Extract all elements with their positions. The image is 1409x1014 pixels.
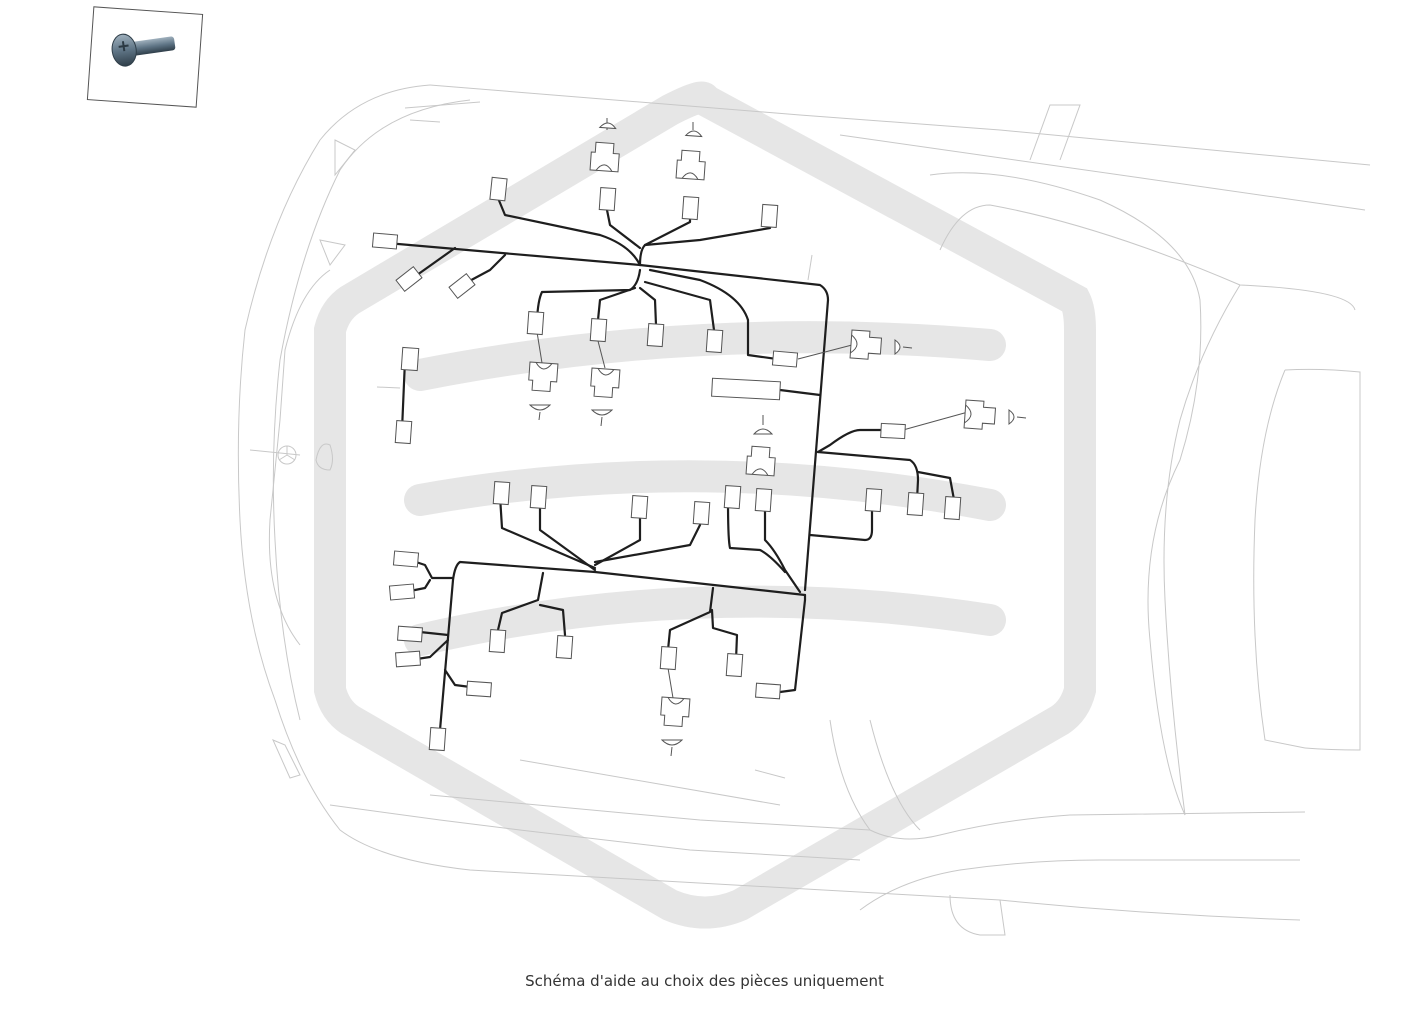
diagram-caption: Schéma d'aide au choix des pièces unique…	[525, 972, 884, 990]
connector	[400, 346, 420, 372]
connector	[755, 682, 781, 700]
connector	[771, 350, 799, 368]
connector	[906, 492, 925, 517]
connector	[397, 625, 423, 643]
connector	[395, 266, 423, 292]
connectors	[371, 176, 962, 752]
connector	[630, 495, 649, 520]
connector	[388, 583, 416, 601]
sensor-plugs	[528, 122, 1027, 757]
brand-emblem-icon	[277, 443, 333, 471]
connector	[492, 481, 511, 506]
connector	[681, 196, 700, 221]
connector	[529, 485, 548, 510]
connector	[943, 496, 962, 521]
pin-leads	[536, 118, 969, 699]
connector	[723, 485, 742, 510]
connector	[646, 323, 665, 348]
connector	[555, 635, 574, 660]
connector	[371, 232, 399, 250]
vehicle-outline	[237, 84, 1371, 936]
connector	[725, 653, 744, 678]
connector	[489, 176, 508, 202]
connector	[864, 488, 883, 513]
connector	[692, 501, 711, 526]
connector	[394, 420, 413, 445]
connector	[589, 318, 608, 343]
connector	[711, 377, 781, 401]
connector	[392, 550, 420, 568]
connector	[659, 646, 678, 671]
part-thumbnail[interactable]	[86, 6, 204, 108]
screw-icon	[111, 33, 176, 67]
connector	[466, 680, 492, 698]
connector	[526, 311, 545, 336]
connector	[395, 650, 421, 668]
connector	[428, 727, 447, 752]
connector	[705, 329, 724, 354]
connector	[598, 187, 617, 212]
connector	[448, 273, 476, 299]
connector	[760, 203, 779, 228]
connector	[754, 488, 773, 513]
connector	[488, 629, 507, 654]
connector	[880, 422, 906, 440]
